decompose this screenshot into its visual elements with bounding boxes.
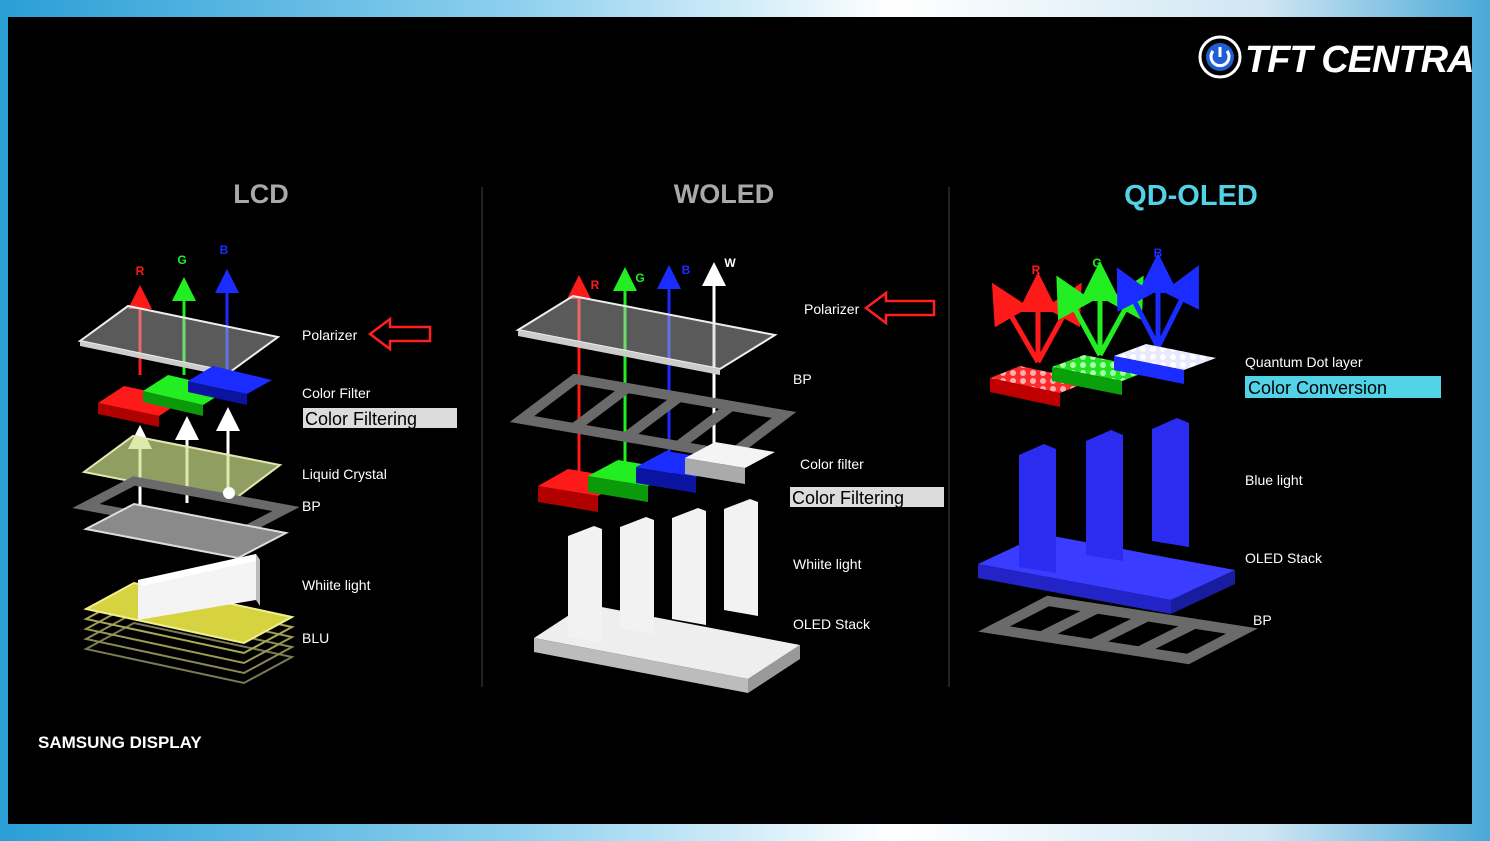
qdoled-b-label: B <box>1154 246 1163 260</box>
woled-label-bp: BP <box>793 371 812 387</box>
lcd-label-white-light: Whiite light <box>302 577 371 593</box>
qdoled-green-arrows <box>1056 261 1144 357</box>
qdoled-blue-arrows <box>1116 253 1199 349</box>
qdoled-red-arrows <box>991 272 1082 364</box>
qdoled-label-color-conversion: Color Conversion <box>1248 378 1387 398</box>
qdoled-column: QD-OLED R G B <box>978 180 1441 665</box>
samsung-display-logo: SAMSUNG DISPLAY <box>38 733 202 752</box>
lcd-r-label: R <box>136 264 145 278</box>
qdoled-label-blue-light: Blue light <box>1245 472 1303 488</box>
lcd-column: LCD R G B <box>72 179 457 685</box>
lcd-label-liquid-crystal: Liquid Crystal <box>302 466 387 482</box>
qdoled-label-oled-stack: OLED Stack <box>1245 550 1323 566</box>
woled-color-filtering-box <box>790 487 944 507</box>
woled-column: WOLED R G B W <box>509 179 944 693</box>
qdoled-blue-light-pillars <box>1019 418 1189 573</box>
woled-label-color-filtering: Color Filtering <box>792 488 904 508</box>
lcd-white-light-block <box>138 554 256 620</box>
lcd-filter-blue <box>188 366 272 394</box>
power-icon <box>1198 35 1242 79</box>
woled-w-label: W <box>724 256 736 270</box>
lcd-label-polarizer: Polarizer <box>302 327 358 343</box>
lcd-filter-red <box>98 386 185 416</box>
qdoled-bp <box>978 595 1258 665</box>
lcd-polarizer <box>77 304 281 374</box>
qdoled-qd-red <box>990 366 1090 393</box>
woled-white-light-pillars <box>568 499 758 643</box>
lcd-label-bp: BP <box>302 498 321 514</box>
woled-label-oled-stack: OLED Stack <box>793 616 871 632</box>
qdoled-title: QD-OLED <box>1124 180 1258 212</box>
woled-filter-white <box>685 442 775 468</box>
lcd-label-color-filtering: Color Filtering <box>305 409 417 429</box>
woled-title: WOLED <box>674 179 775 209</box>
qdoled-qd-green <box>1052 355 1154 381</box>
lcd-label-blu: BLU <box>302 630 329 646</box>
qdoled-g-label: G <box>1092 256 1101 270</box>
lcd-arrow-left-icon <box>367 316 432 352</box>
woled-bp <box>509 373 797 461</box>
lcd-filter-green <box>143 375 229 405</box>
qdoled-label-bp: BP <box>1253 612 1272 628</box>
lcd-g-label: G <box>177 253 186 267</box>
woled-arrow-left-icon <box>863 290 936 326</box>
slide-frame: TFT CENTRAL LCD R G B <box>8 17 1472 824</box>
woled-label-polarizer: Polarizer <box>804 301 860 317</box>
tft-central-logo: TFT CENTRAL <box>1198 35 1472 81</box>
qdoled-label-qd-layer: Quantum Dot layer <box>1245 354 1363 370</box>
lcd-plate <box>82 502 290 560</box>
woled-b-label: B <box>682 263 691 277</box>
woled-g-label: G <box>635 271 644 285</box>
lcd-blu <box>83 581 295 645</box>
display-tech-diagram: TFT CENTRAL LCD R G B <box>38 35 1472 752</box>
logo-text: TFT CENTRAL <box>1245 39 1472 81</box>
woled-polarizer <box>515 294 778 371</box>
qdoled-r-label: R <box>1032 263 1041 277</box>
woled-label-color-filter: Color filter <box>800 456 864 472</box>
woled-label-white-light: Whiite light <box>793 556 862 572</box>
qdoled-qd-clear <box>1114 344 1216 370</box>
lcd-title: LCD <box>233 179 289 209</box>
lcd-color-filtering-box <box>303 408 457 428</box>
lcd-label-color-filter: Color Filter <box>302 385 371 401</box>
lcd-b-label: B <box>220 243 229 257</box>
woled-r-label: R <box>591 278 600 292</box>
qdoled-color-conversion-box <box>1245 376 1441 398</box>
